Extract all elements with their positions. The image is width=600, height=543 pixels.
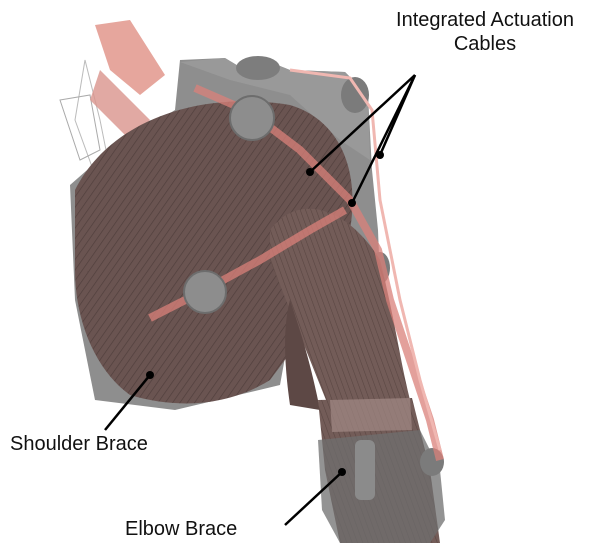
cables-label-line1: Integrated Actuation (370, 8, 600, 32)
upper-anchor (230, 96, 274, 140)
lower-anchor (184, 271, 226, 313)
cables-label-line2: Cables (370, 32, 600, 56)
elbow-brace-label: Elbow Brace (125, 517, 237, 541)
cables-label: Integrated Actuation Cables (370, 8, 600, 56)
elbow-brace (318, 430, 445, 543)
shoulder-brace-label: Shoulder Brace (10, 432, 148, 456)
